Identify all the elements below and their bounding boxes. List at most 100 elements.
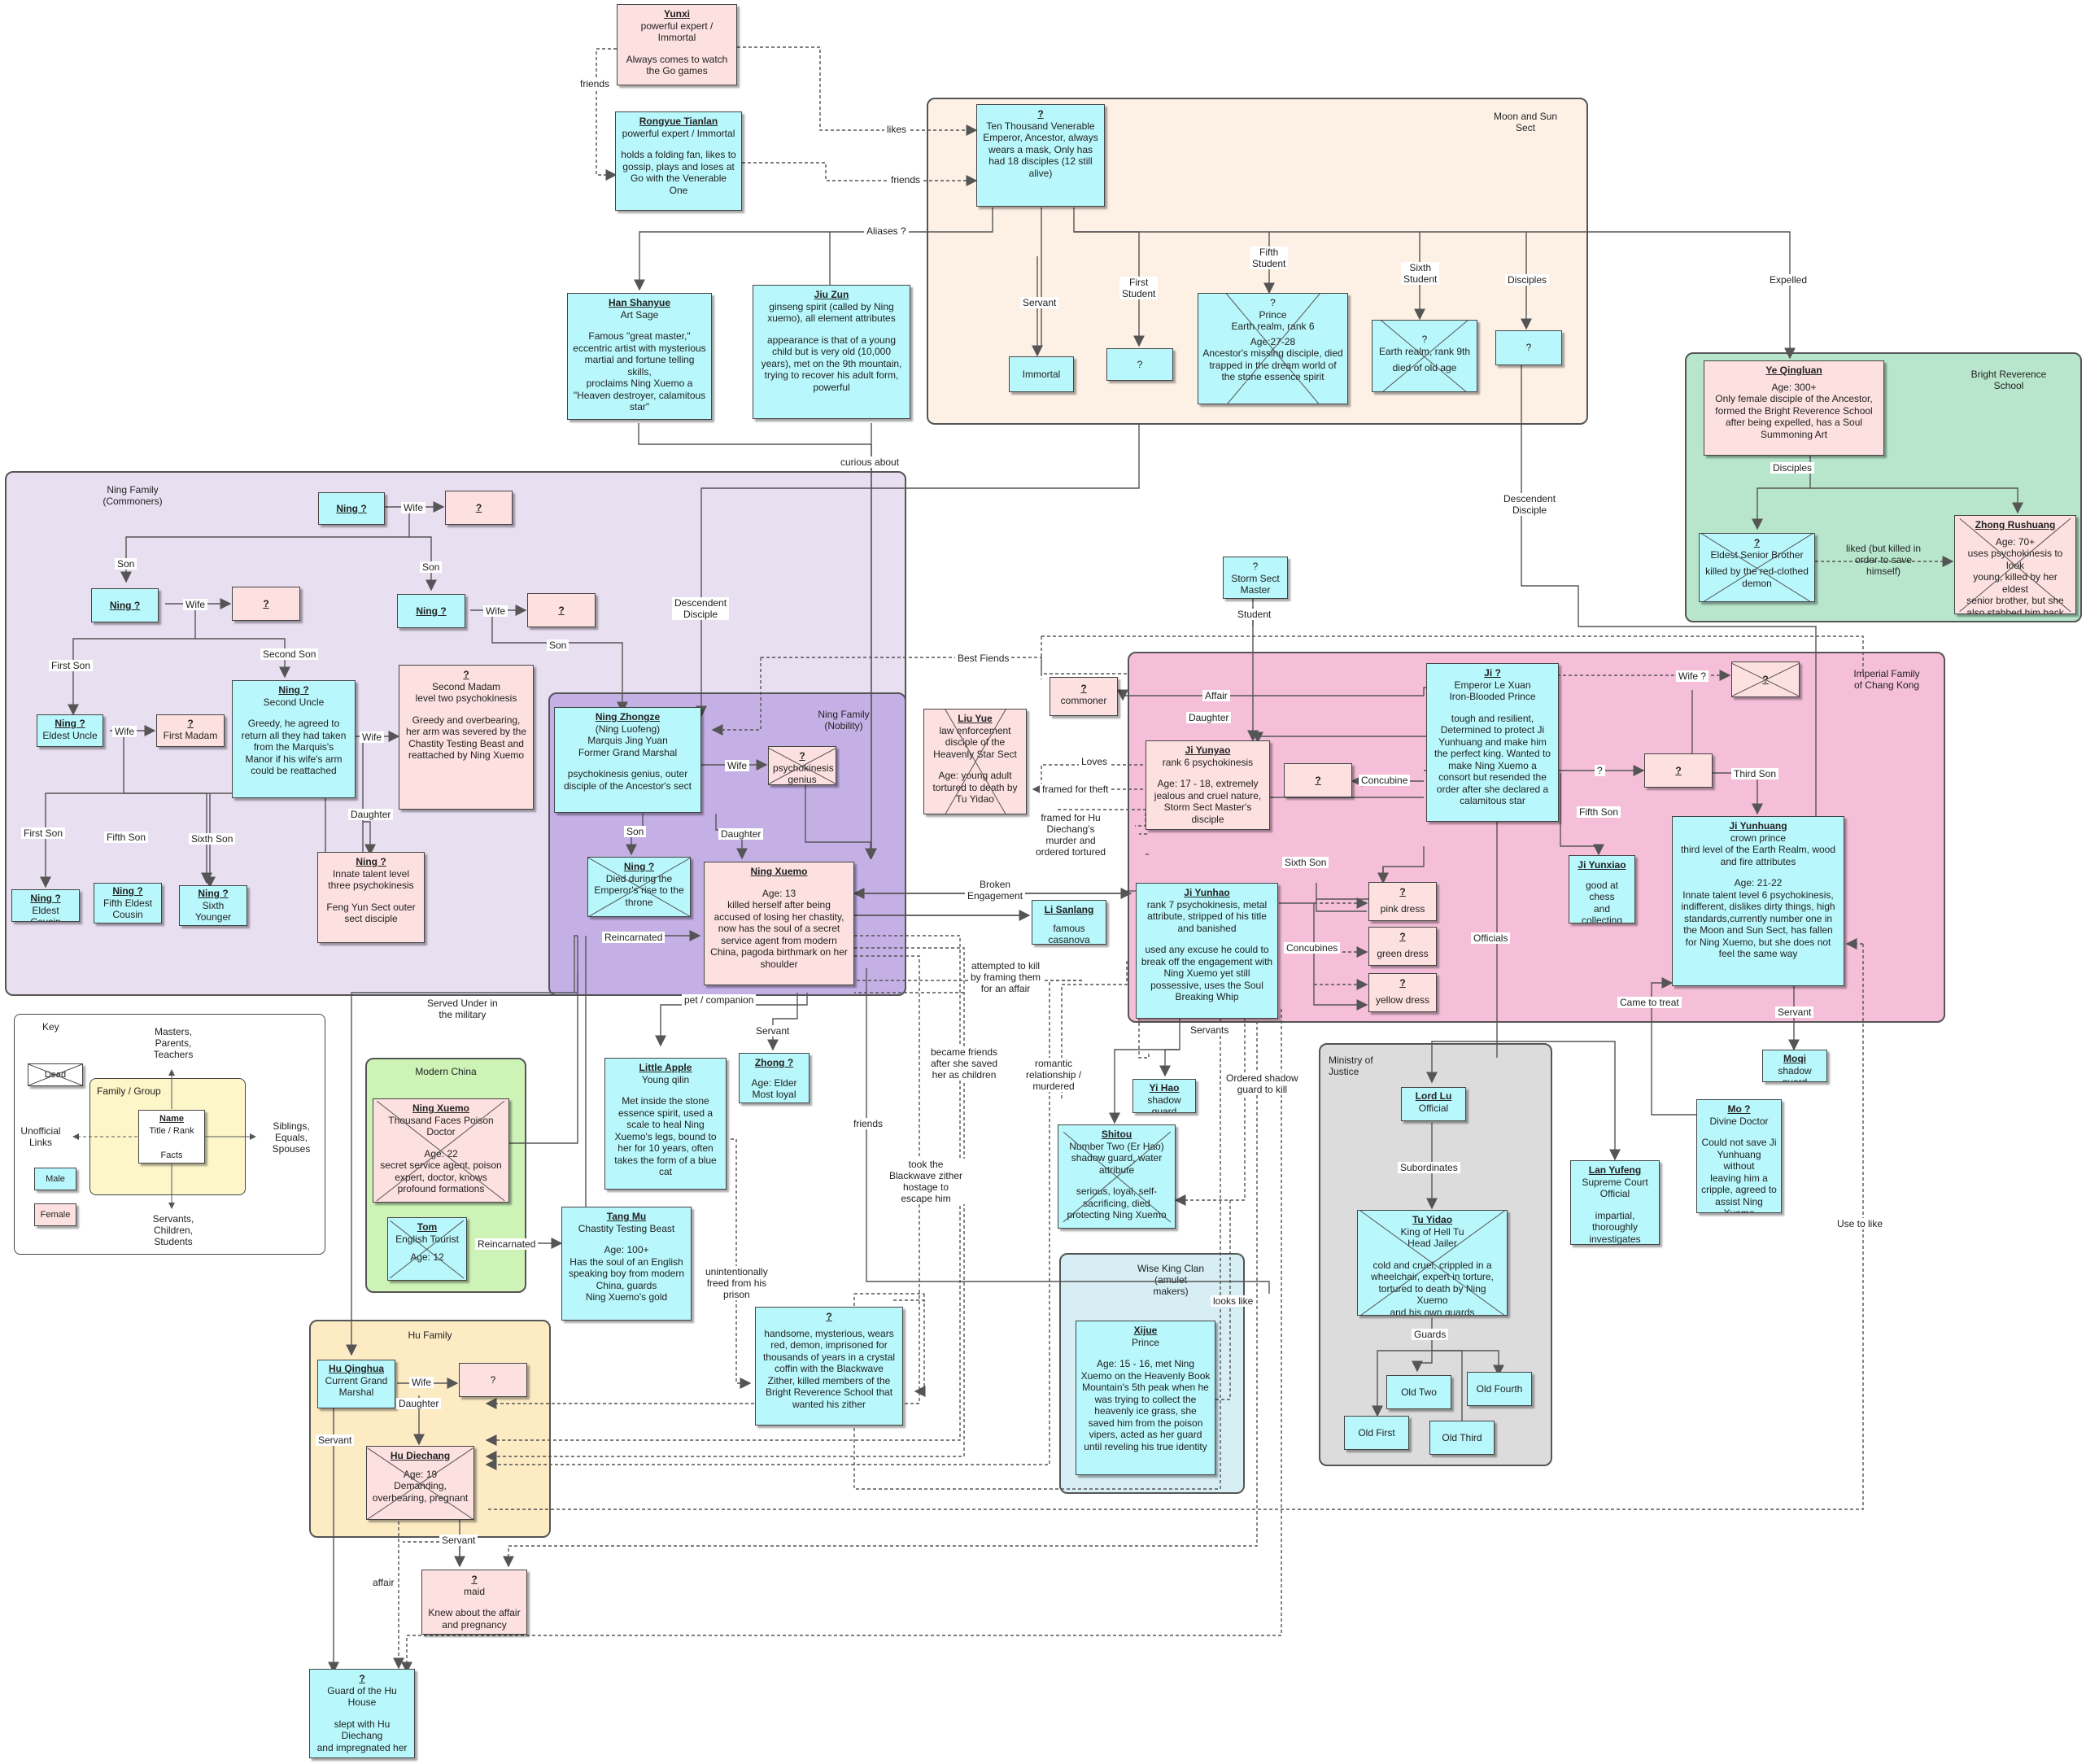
node-sixth-younger-cousin[interactable]: Ning ? Sixth Younger Cousin <box>179 885 247 926</box>
node-modern-ning-xuemo[interactable]: Ning Xuemo Thousand Faces Poison Doctor … <box>373 1098 509 1203</box>
node-ning-xuemo[interactable]: Ning Xuemo Age: 13 killed herself after … <box>704 862 854 985</box>
node-hu-qinghua-wife[interactable]: ? <box>459 1363 527 1397</box>
node-facts: Age: 15 - 16, met Ning Xuemo on the Heav… <box>1080 1358 1211 1452</box>
node-venerable-emperor[interactable]: ? Ten Thousand Venerable Emperor, Ancest… <box>976 104 1105 207</box>
node-title: ? <box>1137 359 1143 370</box>
node-consort-unknown[interactable]: ? <box>1644 753 1713 788</box>
label-daughter: Daughter <box>348 809 394 820</box>
node-eldest-senior-brother[interactable]: ? Eldest Senior Brother killed by the re… <box>1699 533 1815 602</box>
node-title: ? Earth realm, rank 9th <box>1378 334 1471 357</box>
node-disciple-unknown[interactable]: ? <box>1495 330 1562 365</box>
node-jiu-zun[interactable]: Jiu Zun ginseng spirit (called by Ning x… <box>753 285 910 419</box>
node-name: ? <box>826 1311 832 1322</box>
node-yi-hao[interactable]: Yi Hao shadow guard <box>1132 1079 1196 1113</box>
node-lord-lu[interactable]: Lord Lu Official <box>1401 1087 1466 1121</box>
node-empress-unknown[interactable]: ? <box>1731 662 1800 697</box>
node-old-first[interactable]: Old First <box>1344 1416 1409 1450</box>
node-eldest-cousin[interactable]: Ning ? Eldest Cousin <box>11 889 80 922</box>
node-title: Sixth Younger Cousin <box>194 899 232 926</box>
node-ning-zhongze[interactable]: Ning Zhongze (Ning Luofeng) Marquis Jing… <box>554 707 701 813</box>
node-facts: cold and cruel, crippled in a wheelchair… <box>1371 1259 1494 1316</box>
node-ning-daughter[interactable]: Ning ? Innate talent level three psychok… <box>317 852 425 943</box>
node-commoner[interactable]: ? commoner <box>1050 677 1118 716</box>
node-xijue[interactable]: Xijue Prince Age: 15 - 16, met Ning Xuem… <box>1076 1321 1215 1475</box>
node-name: Ning ? <box>336 503 367 514</box>
node-immortal-boy[interactable]: Immortal Boy <box>1009 356 1074 392</box>
node-name: ? <box>1399 886 1406 897</box>
label-son: Son <box>420 561 443 573</box>
node-facts: Could not save Ji Yunhuang without leavi… <box>1701 1137 1777 1213</box>
node-second-uncle[interactable]: Ning ? Second Uncle Greedy, he agreed to… <box>232 680 356 798</box>
node-name: Yunxi <box>663 8 690 20</box>
node-title: English Tourist <box>395 1233 459 1245</box>
node-name: Ji Yunhao <box>1184 887 1230 898</box>
label-wife: Wife <box>112 726 137 737</box>
node-facts: handsome, mysterious, wears red, demon, … <box>762 1327 896 1410</box>
node-facts: slept with Hu Diechang and impregnated h… <box>316 1718 408 1753</box>
node-shitou[interactable]: Shitou Number Two (Er Hao) shadow guard,… <box>1058 1124 1176 1229</box>
node-red-demon[interactable]: ? handsome, mysterious, wears red, demon… <box>755 1307 903 1426</box>
node-zhong-servant[interactable]: Zhong ? Age: Elder Most loyal <box>739 1053 810 1103</box>
node-ji-yunxiao[interactable]: Ji Yunxiao good at chess and collecting … <box>1569 855 1635 923</box>
node-ji-yunhuang[interactable]: Ji Yunhuang crown prince third level of … <box>1672 816 1844 986</box>
node-sixth-student[interactable]: ? Earth realm, rank 9th died of old age <box>1372 320 1477 392</box>
node-name: Ye Qingluan <box>1765 365 1822 376</box>
node-title: powerful expert / Immortal <box>622 127 735 139</box>
node-tom[interactable]: Tom English Tourist Age: 12 <box>387 1217 467 1281</box>
node-name: ? <box>1675 765 1682 776</box>
node-yellow-dress-concubine[interactable]: ? yellow dress <box>1368 973 1437 1012</box>
node-ning-right-wife[interactable]: ? <box>527 593 596 627</box>
node-hu-house-guard[interactable]: ? Guard of the Hu House slept with Hu Di… <box>309 1669 415 1758</box>
node-pink-dress-concubine[interactable]: ? pink dress <box>1368 882 1437 921</box>
node-ning-right-son[interactable]: Ning ? <box>397 594 465 628</box>
node-name: Ji ? <box>1484 667 1501 679</box>
node-first-madam[interactable]: ? First Madam <box>156 714 225 747</box>
node-ning-son-deceased[interactable]: Ning ? Died during the Emperor's rise to… <box>587 857 691 917</box>
node-han-shanyue[interactable]: Han Shanyue Art Sage Famous "great maste… <box>567 293 712 420</box>
node-rongyue-tianlan[interactable]: Rongyue Tianlan powerful expert / Immort… <box>615 111 742 211</box>
node-title: shadow guard <box>1147 1094 1181 1113</box>
node-concubine-unknown[interactable]: ? <box>1284 763 1352 797</box>
node-emperor[interactable]: Ji ? Emperor Le Xuan Iron-Blooded Prince… <box>1426 663 1559 822</box>
node-maid[interactable]: ? maid Knew about the affair and pregnan… <box>421 1570 527 1635</box>
node-tang-mu[interactable]: Tang Mu Chastity Testing Beast Age: 100+… <box>561 1207 692 1321</box>
node-eldest-uncle[interactable]: Ning ? Eldest Uncle <box>37 714 103 747</box>
node-ye-qingluan[interactable]: Ye Qingluan Age: 300+ Only female discip… <box>1704 360 1884 456</box>
node-li-sanlang[interactable]: Li Sanlang famous casanova <box>1032 900 1106 945</box>
node-facts: Age: 13 killed herself after being accus… <box>710 887 848 970</box>
node-little-apple[interactable]: Little Apple Young qilin Met inside the … <box>604 1058 727 1190</box>
group-title: Ning Family (Nobility) <box>818 709 870 731</box>
node-ji-yunhao[interactable]: Ji Yunhao rank 7 psychokinesis, metal at… <box>1136 883 1278 1019</box>
node-hu-qinghua[interactable]: Hu Qinghua Current Grand Marshal <box>317 1360 395 1408</box>
node-storm-sect-master[interactable]: ? Storm Sect Master <box>1223 557 1288 599</box>
node-liu-yue[interactable]: Liu Yue law enforcement disciple of the … <box>923 709 1027 814</box>
node-ji-yunyao[interactable]: Ji Yunyao rank 6 psychokinesis Age: 17 -… <box>1146 740 1270 830</box>
node-mo-divine-doctor[interactable]: Mo ? Divine Doctor Could not save Ji Yun… <box>1696 1099 1782 1213</box>
node-title: ? <box>1525 342 1532 353</box>
node-hu-diechang[interactable]: Hu Diechang Age: 19 Demanding, overbeari… <box>366 1446 474 1520</box>
node-lan-yufeng[interactable]: Lan Yufeng Supreme Court Official impart… <box>1570 1160 1660 1245</box>
node-ning-left-wife[interactable]: ? <box>232 587 300 621</box>
node-old-third[interactable]: Old Third <box>1429 1421 1495 1455</box>
node-ning-left-son[interactable]: Ning ? <box>91 588 159 622</box>
label-servant: Servant <box>753 1025 792 1037</box>
node-fifth-eldest-cousin[interactable]: Ning ? Fifth Eldest Cousin <box>94 883 162 923</box>
node-first-student[interactable]: ? <box>1106 348 1173 381</box>
node-name: Ning ? <box>30 893 61 904</box>
node-name: Liu Yue <box>958 713 993 724</box>
node-green-dress-concubine[interactable]: ? green dress <box>1368 927 1437 966</box>
node-fifth-student[interactable]: ? Prince Earth realm, rank 6 Age:27-28 A… <box>1198 293 1348 404</box>
node-second-madam[interactable]: ? Second Madam level two psychokinesis G… <box>399 665 534 810</box>
node-old-fourth[interactable]: Old Fourth <box>1467 1372 1532 1406</box>
node-tu-yidao[interactable]: Tu Yidao King of Hell Tu Head Jailer col… <box>1357 1210 1508 1316</box>
node-title: shadow guard <box>1778 1064 1812 1082</box>
node-ning-patriarch[interactable]: Ning ? <box>318 492 385 525</box>
node-zhongze-wife[interactable]: ? psychokinesis genius <box>768 746 836 785</box>
node-moqi[interactable]: Moqi shadow guard <box>1762 1050 1827 1082</box>
node-title: commoner <box>1060 694 1107 706</box>
label-took-zither: took the Blackwave zither hostage to esc… <box>887 1159 966 1204</box>
node-zhong-rushuang[interactable]: Zhong Rushuang Age: 70+ uses psychokines… <box>1954 515 2076 614</box>
node-yunxi[interactable]: Yunxi powerful expert / Immortal Always … <box>617 4 737 85</box>
node-old-two[interactable]: Old Two <box>1386 1375 1451 1409</box>
node-ning-patriarch-wife[interactable]: ? <box>445 491 513 525</box>
